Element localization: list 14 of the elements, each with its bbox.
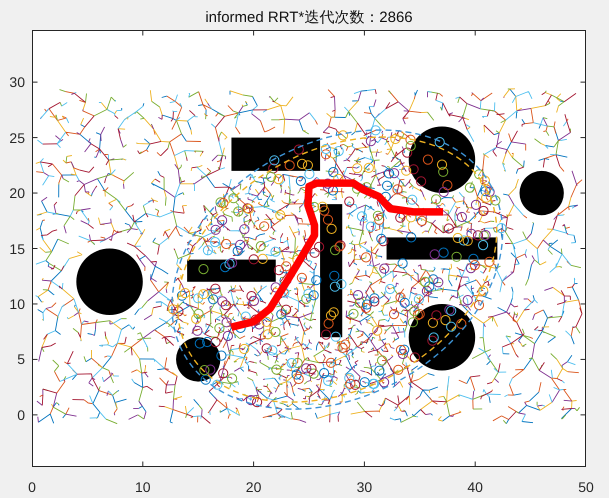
tick-label: 15	[9, 240, 25, 256]
tick-label: 5	[17, 351, 25, 368]
tick-label: 50	[578, 479, 594, 495]
tick-label: 30	[356, 479, 372, 495]
tick-label: 0	[17, 406, 25, 423]
tick-label: 10	[9, 296, 25, 312]
tick-label: 25	[9, 130, 25, 146]
tick-label: 20	[246, 479, 262, 495]
tick-label: 0	[28, 479, 36, 495]
chart-title: informed RRT*迭代次数：2866	[205, 8, 413, 27]
tick-label: 10	[135, 479, 151, 495]
tick-label: 30	[9, 74, 25, 90]
tick-label: 40	[467, 479, 483, 495]
tick-label: 20	[9, 185, 25, 202]
